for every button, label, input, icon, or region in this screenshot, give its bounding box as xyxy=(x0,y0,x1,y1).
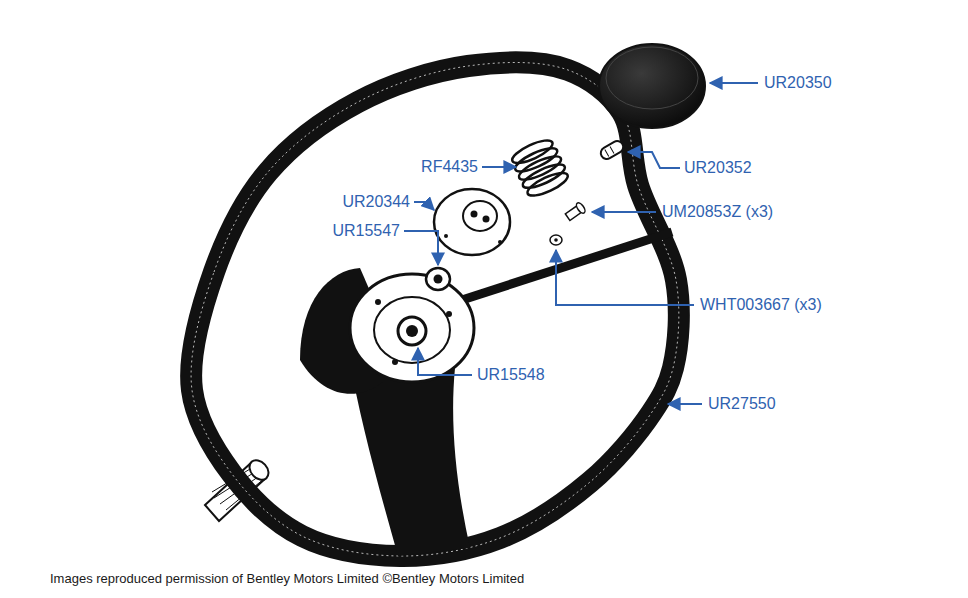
leader-line xyxy=(592,211,656,213)
part-number: RF4435 xyxy=(421,157,478,176)
part-number: UR27550 xyxy=(708,394,776,413)
plate-hole xyxy=(483,216,490,223)
leader-line xyxy=(418,348,472,375)
part-number: UR20350 xyxy=(764,73,832,92)
leader-line xyxy=(628,152,680,168)
hub-boss xyxy=(398,317,426,345)
part-number: WHT003667 (x3) xyxy=(700,295,822,314)
spring-coil xyxy=(525,169,571,200)
hub-hole xyxy=(446,311,452,317)
washer xyxy=(550,235,562,245)
rim-stitching xyxy=(191,62,679,556)
horn-contact xyxy=(599,139,626,161)
plate-hole xyxy=(498,240,502,244)
copyright-caption: Images reproduced permission of Bentley … xyxy=(50,571,524,587)
part-number: UR15547 xyxy=(332,221,400,240)
hub-ring xyxy=(374,297,450,363)
leader-line xyxy=(414,202,434,210)
screw xyxy=(564,201,586,222)
horn-cap xyxy=(599,44,705,128)
hub-nut xyxy=(426,268,450,290)
boss-plate xyxy=(434,189,510,255)
contact-body xyxy=(599,139,626,161)
cap-body xyxy=(599,44,705,128)
washer-hole xyxy=(554,238,558,242)
nut-bore xyxy=(434,275,443,284)
leader-line xyxy=(482,166,516,168)
leader-line xyxy=(404,231,438,265)
hub-bore xyxy=(406,325,418,337)
hub-hole xyxy=(375,299,381,305)
leader-line xyxy=(710,82,758,84)
cap-rim xyxy=(606,47,698,109)
plate-hole xyxy=(444,234,448,238)
plate-hole xyxy=(471,211,478,218)
horn-spring xyxy=(509,136,572,201)
plate-boss xyxy=(463,201,497,231)
part-number: UR20344 xyxy=(342,192,410,211)
screw-head xyxy=(575,201,587,214)
wheel-hub xyxy=(350,274,474,382)
nut-body xyxy=(426,268,450,290)
part-number: UM20853Z (x3) xyxy=(662,202,773,221)
part-number: UR15548 xyxy=(477,365,545,384)
part-number: UR20352 xyxy=(684,158,752,177)
plate-face xyxy=(434,189,510,255)
leader-line xyxy=(556,250,694,305)
contact-detail xyxy=(605,147,614,157)
hub-face xyxy=(350,274,474,382)
hub-hole xyxy=(392,359,398,365)
leader-lines xyxy=(404,83,758,404)
wheel-rim xyxy=(191,62,679,556)
leader-line xyxy=(668,403,702,405)
spring-coil xyxy=(520,160,568,192)
